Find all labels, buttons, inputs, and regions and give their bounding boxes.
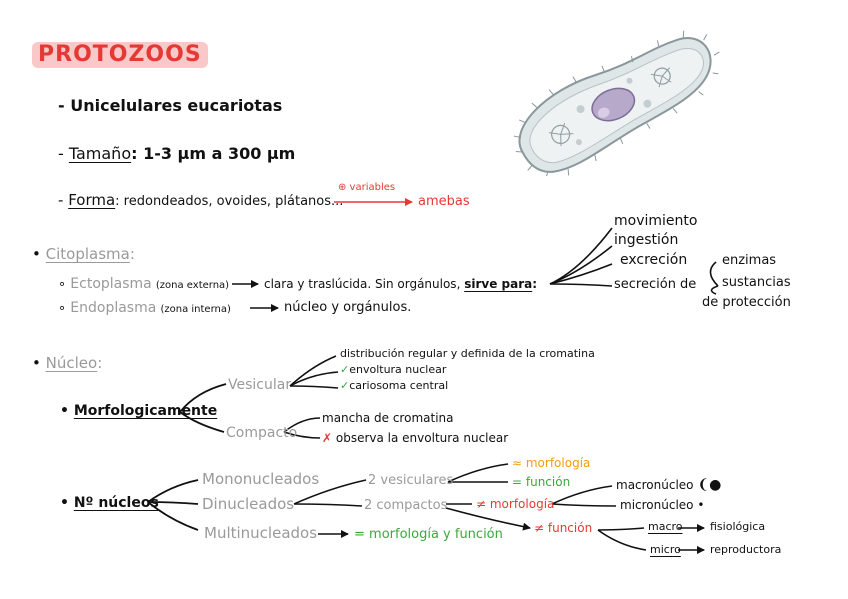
vesicular-item-3: ✓cariosoma central [340, 380, 448, 391]
morfo-label: Morfologicamente [73, 403, 218, 419]
brace-secretion [709, 261, 719, 295]
ecto-line: ∘ Ectoplasma (zona externa) [58, 277, 229, 291]
micro-label: micro [650, 543, 681, 556]
sirve-colon: : [532, 277, 538, 291]
forma-dash: - [58, 191, 69, 209]
brace-func-result [597, 527, 647, 551]
page-title: PROTOZOOS [32, 42, 208, 68]
brace-nucleos [147, 479, 199, 531]
intro-unicelulares: - Unicelulares eucariotas [58, 96, 283, 115]
cross-icon: ✗ [322, 431, 336, 445]
citoplasma-heading: • Citoplasma: [32, 247, 135, 262]
vesicular-label: Vesicular [228, 377, 292, 393]
brace-compacto [283, 417, 321, 439]
secretion-enzimas: enzimas [722, 253, 777, 268]
macronucleo-text: macronúcleo [616, 478, 694, 492]
check-icon: ✓ [340, 363, 350, 376]
multi-result: = morfología y función [354, 527, 503, 542]
endo-bullet: ∘ [58, 301, 71, 316]
neq-funcion: ≠ función [534, 521, 593, 535]
eq-funcion: = función [512, 475, 571, 489]
paramecium-illustration [513, 30, 720, 176]
two-vesiculares: 2 vesiculares [368, 473, 454, 488]
ecto-bullet: ∘ [58, 277, 71, 292]
vesicular-item-1: distribución regular y definida de la cr… [340, 347, 595, 360]
variables-label: ⊕ variables [338, 182, 396, 193]
ecto-desc: clara y traslúcida. Sin orgánulos, sirve… [264, 278, 537, 290]
brace-functions [549, 227, 613, 287]
citoplasma-bullet: • [32, 245, 46, 263]
approx-morfologia: ≈ morfología [512, 456, 591, 470]
ecto-desc-text: clara y traslúcida. Sin orgánulos, [264, 277, 461, 291]
macro-label: macro [648, 520, 683, 533]
nucleo-bullet: • [32, 354, 46, 372]
endo-zone: (zona interna) [160, 304, 231, 315]
brace-morf-result [551, 485, 617, 507]
func-secrecion: secreción de [614, 277, 697, 292]
morfo-bullet: • [60, 403, 74, 419]
dinucleados: Dinucleados [202, 495, 295, 513]
check-icon: ✓ [340, 379, 350, 392]
endo-label: Endoplasma [70, 300, 157, 316]
nucleo-colon: : [97, 354, 103, 372]
tamano-label: Tamaño [68, 144, 132, 163]
citoplasma-colon: : [129, 245, 135, 263]
intro-forma: - Forma: redondeados, ovoides, plátanos.… [58, 191, 344, 209]
morfologia-heading: • Morfologicamente [60, 404, 217, 418]
compacto-item-2: ✗ observa la envoltura nuclear [322, 432, 508, 444]
intro-tamano: - Tamaño: 1-3 μm a 300 μm [58, 146, 295, 162]
compacto-item-2-text: observa la envoltura nuclear [335, 431, 509, 445]
vesicular-item-2: ✓envoltura nuclear [340, 364, 446, 375]
endo-line: ∘ Endoplasma (zona interna) [58, 301, 231, 315]
brace-vesicular [289, 355, 339, 389]
micronucleo-text: micronúcleo [620, 498, 694, 512]
secretion-proteccion: de protección [702, 295, 791, 310]
tamano-value: : 1-3 μm a 300 μm [131, 144, 296, 163]
nucleos-heading: • Nº núcleos [60, 496, 159, 510]
reproductora-label: reproductora [710, 543, 782, 556]
macronucleo-label: macronúcleo ❨● [616, 478, 721, 492]
nucleo-label: Núcleo [45, 354, 98, 372]
secretion-sustancias: sustancias [722, 275, 791, 290]
nucleo-heading: • Núcleo: [32, 356, 102, 371]
amebas-label: amebas [418, 194, 470, 209]
func-movimiento: movimiento [614, 213, 698, 229]
nucleos-bullet: • [60, 495, 74, 511]
brace-two-comp [445, 503, 531, 531]
vesicular-item-2-text: envoltura nuclear [349, 363, 447, 376]
forma-label: Forma [68, 191, 116, 209]
sirve-para: sirve para [464, 277, 533, 291]
ecto-label: Ectoplasma [70, 276, 152, 292]
micronucleo-label: micronúcleo • [620, 499, 704, 511]
multinucleados: Multinucleados [204, 524, 318, 542]
forma-value: : redondeados, ovoides, plátanos... [115, 194, 344, 209]
func-excrecion: excreción [620, 252, 688, 268]
func-ingestion: ingestión [614, 232, 679, 248]
macronucleo-icon: ❨● [697, 477, 722, 493]
citoplasma-label: Citoplasma [45, 245, 130, 263]
neq-morfologia: ≠ morfología [476, 497, 555, 511]
micronucleo-icon: • [697, 498, 705, 512]
vesicular-item-3-text: cariosoma central [349, 379, 449, 392]
nucleos-label: Nº núcleos [73, 495, 159, 511]
brace-two-vesic [447, 463, 509, 483]
mononucleados: Mononucleados [202, 470, 320, 488]
compacto-label: Compacto [226, 425, 298, 441]
fisiologica-label: fisiológica [710, 520, 766, 533]
brace-morfologia [179, 383, 227, 433]
compacto-item-1: mancha de cromatina [322, 411, 454, 425]
tamano-dash: - [58, 144, 69, 163]
ecto-zone: (zona externa) [155, 280, 230, 291]
brace-dinucleados [293, 479, 367, 507]
two-compactos: 2 compactos [364, 498, 448, 513]
endo-desc: núcleo y orgánulos. [284, 300, 412, 315]
